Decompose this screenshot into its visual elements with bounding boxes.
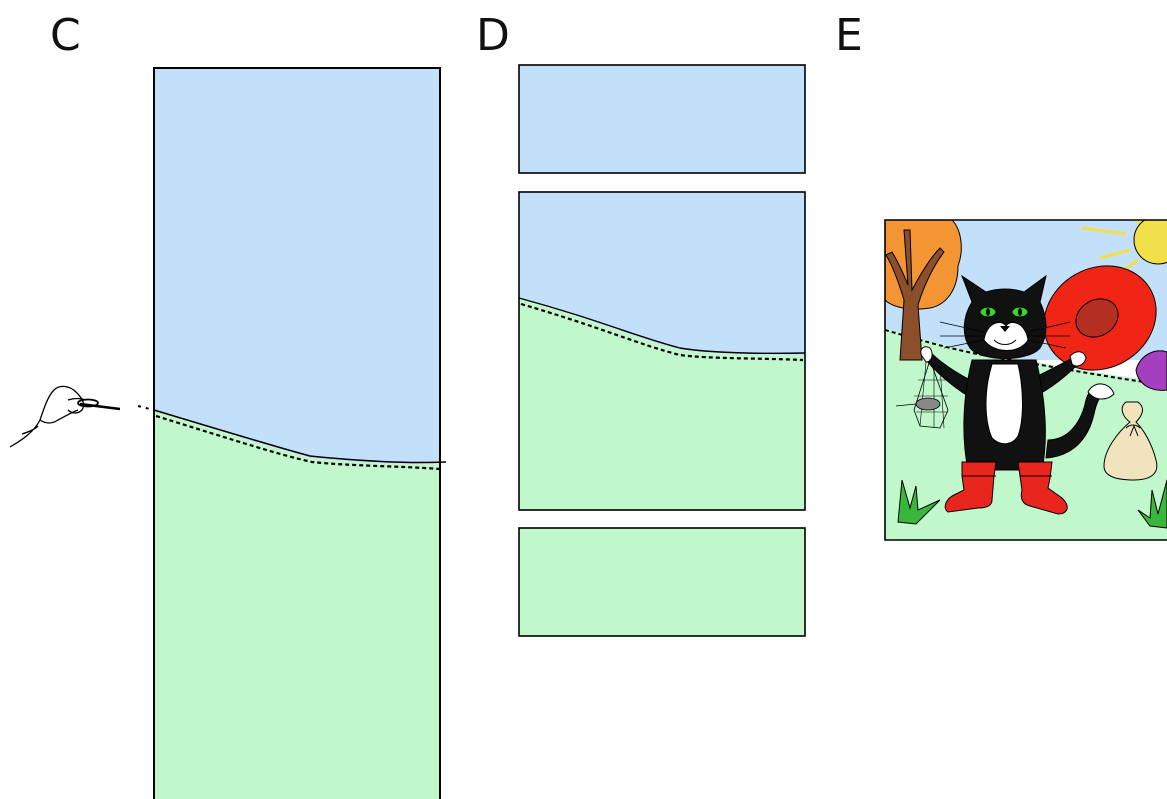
panel-c-outline — [153, 67, 441, 799]
panel-d-middle-outline — [518, 191, 806, 511]
panel-label-c: C — [50, 10, 81, 61]
panel-e — [884, 219, 1167, 541]
panel-c-seam-line — [153, 409, 447, 464]
panel-d-middle-stitches — [520, 302, 804, 362]
panel-c-seam-stitches — [155, 414, 441, 471]
panel-c-sky — [154, 68, 440, 465]
panel-d-top-strip — [518, 64, 806, 174]
panel-e-horizon-stitches — [885, 329, 1167, 386]
panel-label-e: E — [835, 10, 863, 61]
panel-c-stitch-lead — [137, 405, 155, 411]
sack-icon — [1103, 401, 1158, 481]
panel-d-bottom-strip — [518, 527, 806, 637]
panel-d — [518, 64, 806, 637]
hat-icon — [1043, 265, 1167, 391]
hand-holding-needle-icon — [9, 385, 121, 448]
puss-in-boots-illustration — [885, 220, 1167, 540]
panel-d-middle-seam — [518, 297, 806, 355]
panel-e-frame — [884, 219, 1167, 541]
panel-d-middle-sky — [519, 192, 805, 355]
grass-right-icon — [1137, 479, 1167, 529]
cat-icon — [895, 274, 1115, 515]
panel-label-d: D — [476, 10, 510, 61]
panel-c-ground — [154, 410, 440, 799]
grass-left-icon — [897, 479, 941, 525]
panel-d-middle-ground — [519, 298, 805, 510]
panel-c — [9, 67, 447, 799]
tree-icon — [885, 220, 962, 361]
